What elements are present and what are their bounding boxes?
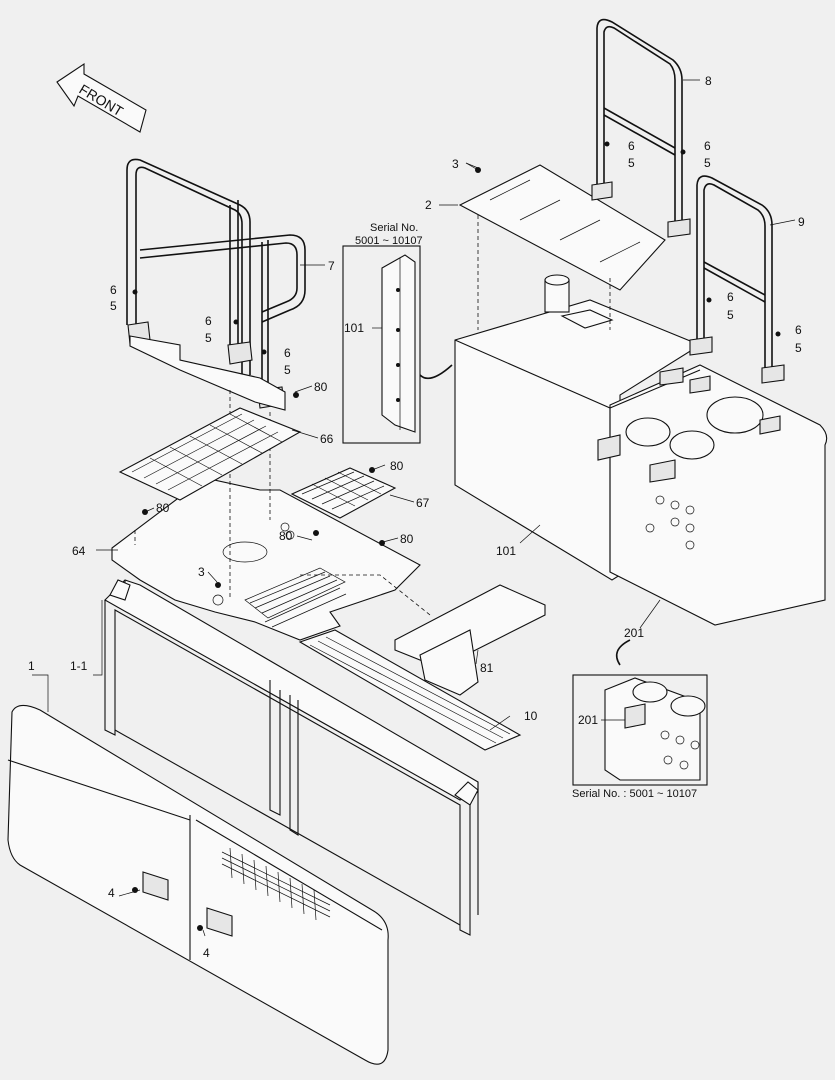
front-arrow: FRONT xyxy=(56,62,147,133)
label-80e: 80 xyxy=(400,532,414,546)
label-64: 64 xyxy=(72,544,86,558)
label-5a: 5 xyxy=(110,299,117,313)
support-81 xyxy=(394,584,546,696)
label-101b: 101 xyxy=(496,544,516,558)
label-6c: 6 xyxy=(284,346,291,360)
label-67: 67 xyxy=(416,496,430,510)
label-5b: 5 xyxy=(205,331,212,345)
label-5e: 5 xyxy=(704,156,711,170)
label-2: 2 xyxy=(425,198,432,212)
cover-panel-1 xyxy=(7,704,389,1065)
hydraulic-tank xyxy=(454,274,828,626)
frame-1-1 xyxy=(104,579,479,936)
label-4b: 4 xyxy=(203,946,210,960)
label-6g: 6 xyxy=(795,323,802,337)
label-5f: 5 xyxy=(727,308,734,322)
label-80b: 80 xyxy=(390,459,404,473)
label-80c: 80 xyxy=(156,501,170,515)
label-1: 1 xyxy=(28,659,35,673)
label-10: 10 xyxy=(524,709,538,723)
grating-66 xyxy=(118,407,302,501)
label-3b: 3 xyxy=(198,565,205,579)
label-8: 8 xyxy=(705,74,712,88)
label-5c: 5 xyxy=(284,363,291,377)
label-6f: 6 xyxy=(727,290,734,304)
label-6d: 6 xyxy=(628,139,635,153)
top-plate-2 xyxy=(458,164,666,330)
serial-top-line2: 5001 ~ 10107 xyxy=(355,235,423,247)
serial-box-top: Serial No. 5001 ~ 10107 xyxy=(342,222,453,444)
label-1-1: 1-1 xyxy=(70,659,88,673)
label-5d: 5 xyxy=(628,156,635,170)
label-201b: 201 xyxy=(578,713,598,727)
label-81: 81 xyxy=(480,661,494,675)
label-7: 7 xyxy=(328,259,335,273)
label-201a: 201 xyxy=(624,626,644,640)
label-3a: 3 xyxy=(452,157,459,171)
label-66: 66 xyxy=(320,432,334,446)
handrail-8 xyxy=(591,18,691,238)
rail-10 xyxy=(298,629,522,751)
label-9: 9 xyxy=(798,215,805,229)
label-80d: 80 xyxy=(279,529,293,543)
louvre-slots xyxy=(221,847,331,921)
serial-detail-box: Serial No. : 5001 ~ 10107 xyxy=(572,639,708,800)
handrail-left xyxy=(126,158,306,411)
part-labels: 1 1-1 2 3 3 4 4 5 5 5 5 5 5 5 6 6 6 6 6 … xyxy=(28,74,805,960)
label-6b: 6 xyxy=(205,314,212,328)
label-4a: 4 xyxy=(108,886,115,900)
port-fittings xyxy=(645,495,695,550)
label-80a: 80 xyxy=(314,380,328,394)
handrail-9 xyxy=(689,175,785,384)
serial-bottom-label: Serial No. : 5001 ~ 10107 xyxy=(572,788,697,800)
label-101a: 101 xyxy=(344,321,364,335)
bolts xyxy=(132,141,781,931)
leader-lines xyxy=(32,79,796,937)
grating-67 xyxy=(290,467,397,519)
serial-top-line1: Serial No. xyxy=(370,222,418,234)
label-6a: 6 xyxy=(110,283,117,297)
label-5g: 5 xyxy=(795,341,802,355)
label-6e: 6 xyxy=(704,139,711,153)
